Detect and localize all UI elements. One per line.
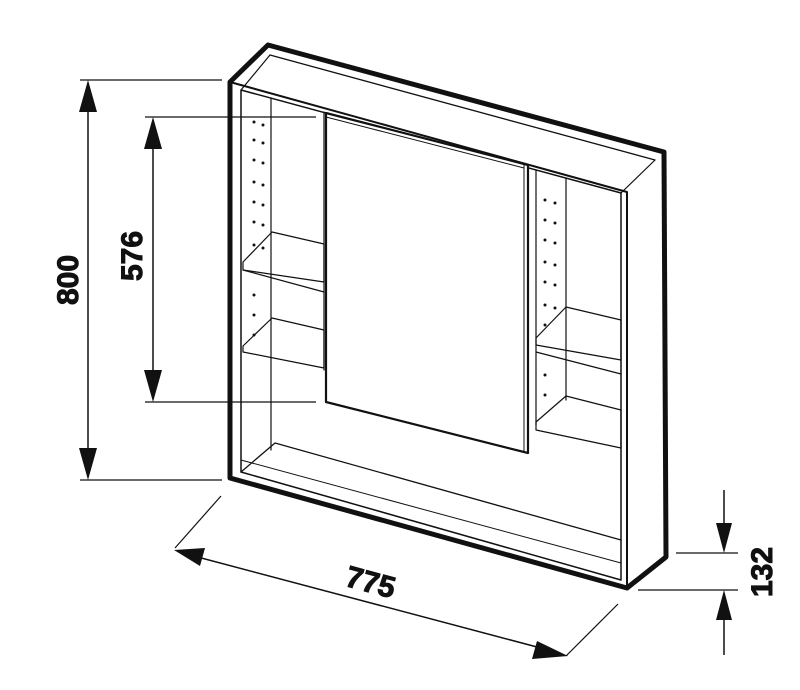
cabinet-inner-right-edge [620,159,656,194]
door-height-arrow-top [144,117,162,149]
door-height-arrow-bottom [144,370,162,402]
height-arrow-top [79,80,97,112]
depth-arrow-bottom [716,590,732,620]
shelf-peg-holes [252,120,557,397]
mirror-door [324,111,530,455]
depth-arrow-top [716,523,732,553]
height-arrow-bottom [79,448,97,480]
width-dimension-line [189,554,553,652]
width-arrow-right [532,641,568,659]
right-shelf-lower [535,395,622,449]
right-shelf-upper [535,306,622,361]
mirror-door-top-edge [325,116,525,169]
cabinet-floor [240,442,622,541]
dimension-door-height: 576 [116,116,316,403]
cabinet-floor-front [240,459,622,564]
cabinet-inner-left-edge [240,54,271,91]
left-shelf-upper [242,231,325,283]
width-extension-right [565,603,619,657]
dimension-overall-height: 800 [52,79,222,481]
left-shelf-lower [242,317,325,369]
right-shelf-upper-front [535,351,622,375]
mirror-door-panel [324,111,530,455]
left-shelf-upper-front [242,269,325,293]
width-label: 775 [342,560,399,605]
dimension-depth: 132 [638,490,780,655]
depth-label: 132 [746,547,779,597]
cabinet-outline [227,42,669,591]
width-arrow-left [174,548,205,566]
cabinet-back-edge [269,54,656,161]
width-extension-left [174,495,222,549]
height-label: 800 [52,255,85,305]
cabinet-front-top-edge [229,81,628,589]
door-height-label: 576 [116,231,149,281]
